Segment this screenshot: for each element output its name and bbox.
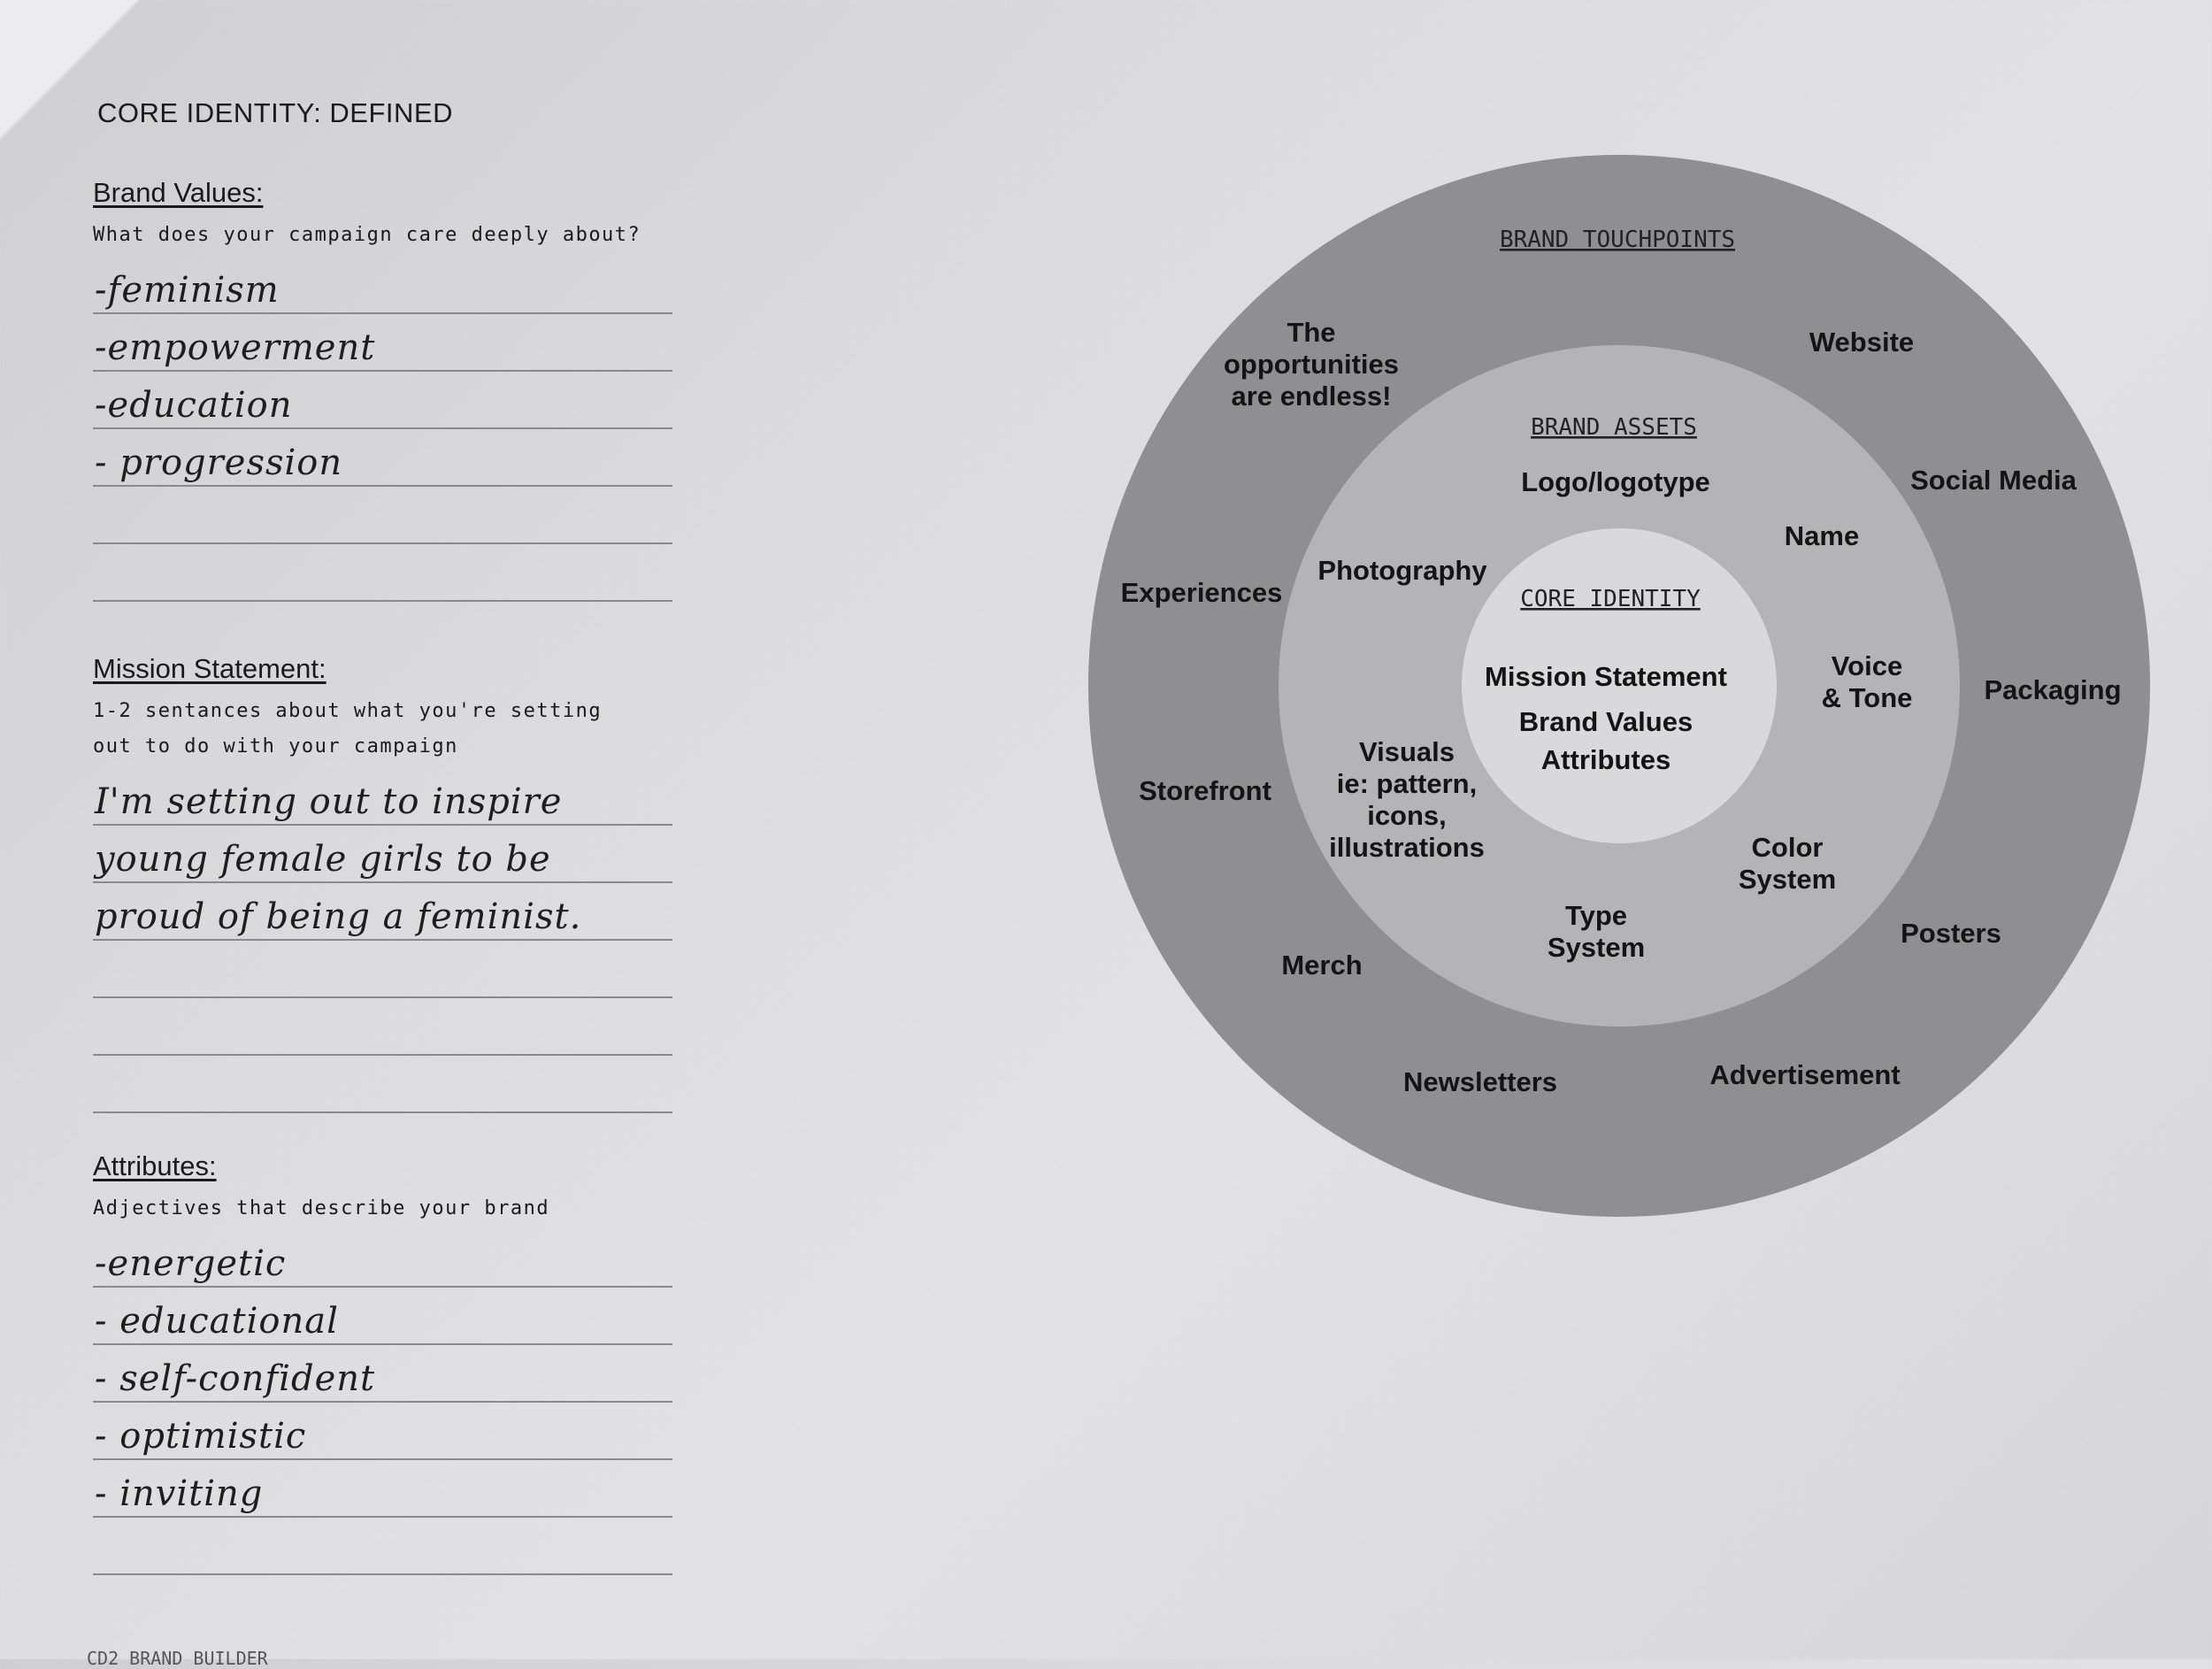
answer-line[interactable]: proud of being a feminist. (93, 883, 672, 941)
answer-line[interactable]: -feminism (93, 257, 672, 314)
handwritten-answer: -education (95, 385, 293, 426)
diagram-label: Attributes (1541, 744, 1671, 775)
answer-line[interactable] (93, 1518, 672, 1575)
answer-line[interactable] (93, 544, 672, 602)
diagram-label: Merch (1281, 950, 1362, 981)
handwritten-answer: young female girls to be (95, 839, 551, 880)
attributes-lines: -energetic - educational - self-confident -… (93, 1230, 672, 1575)
handwritten-answer: - self-confident (95, 1358, 376, 1399)
brand-values-section: Brand Values: What does your campaign ca… (93, 177, 672, 602)
answer-line[interactable]: - inviting (93, 1460, 672, 1518)
answer-line[interactable] (93, 1056, 672, 1113)
handwritten-answer: -empowerment (95, 327, 376, 368)
page-title: CORE IDENTITY: DEFINED (97, 97, 453, 128)
answer-line[interactable]: - optimistic (93, 1403, 672, 1460)
brand-values-prompt: What does your campaign care deeply abou… (93, 224, 641, 246)
handwritten-answer: -feminism (95, 270, 280, 311)
diagram-label: Experiences (1121, 577, 1283, 608)
brand-values-lines: -feminism -empowerment -education - progres… (93, 257, 672, 602)
handwritten-answer: - progression (95, 442, 343, 483)
diagram-label: Photography (1317, 555, 1487, 586)
handwritten-answer: proud of being a feminist. (95, 896, 582, 937)
answer-line[interactable]: I'm setting out to inspire (93, 768, 672, 826)
core-title: CORE IDENTITY (1520, 586, 1701, 612)
handwritten-answer: - optimistic (95, 1416, 307, 1457)
diagram-label: Name (1785, 520, 1859, 551)
handwritten-answer: -energetic (95, 1243, 287, 1284)
answer-line[interactable] (93, 998, 672, 1056)
answer-line[interactable]: - self-confident (93, 1345, 672, 1403)
brand-values-heading: Brand Values: (93, 177, 264, 208)
diagram-label: Social Media (1910, 465, 2078, 496)
answer-line[interactable]: -energetic (93, 1230, 672, 1288)
handwritten-answer: - inviting (95, 1473, 264, 1514)
answer-line[interactable]: - educational (93, 1288, 672, 1345)
mission-statement-section: Mission Statement: 1-2 sentances about w… (93, 653, 672, 1113)
diagram-label: Brand Values (1519, 706, 1693, 737)
diagram-label: Packaging (1984, 674, 2121, 705)
attributes-heading: Attributes: (93, 1150, 217, 1181)
diagram-label: Newsletters (1403, 1066, 1557, 1097)
mission-statement-prompt: 1-2 sentances about what you're setting … (93, 700, 603, 758)
mission-statement-heading: Mission Statement: (93, 653, 326, 684)
diagram-label: Storefront (1139, 775, 1271, 806)
handwritten-answer: I'm setting out to inspire (95, 781, 563, 822)
handwritten-answer: - educational (95, 1301, 339, 1342)
answer-line[interactable]: -education (93, 372, 672, 429)
attributes-prompt: Adjectives that describe your brand (93, 1197, 550, 1219)
answer-line[interactable] (93, 941, 672, 998)
diagram-label: Logo/logotype (1521, 466, 1710, 497)
assets-title: BRAND ASSETS (1531, 414, 1697, 441)
attributes-section: Attributes: Adjectives that describe you… (93, 1150, 672, 1575)
core-circle (1462, 528, 1777, 843)
diagram-label: Website (1809, 327, 1914, 358)
diagram-label: Posters (1901, 918, 2001, 949)
answer-line[interactable] (93, 487, 672, 544)
paper-corner (0, 0, 142, 142)
answer-line[interactable]: -empowerment (93, 314, 672, 372)
mission-statement-lines: I'm setting out to inspire young female g… (93, 768, 672, 1113)
answer-line[interactable]: - progression (93, 429, 672, 487)
touchpoints-title: BRAND TOUCHPOINTS (1500, 227, 1735, 253)
diagram-label: Mission Statement (1485, 661, 1727, 692)
diagram-label: Voice& Tone (1822, 650, 1913, 713)
diagram-label: Advertisement (1709, 1059, 1900, 1090)
answer-line[interactable]: young female girls to be (93, 826, 672, 883)
